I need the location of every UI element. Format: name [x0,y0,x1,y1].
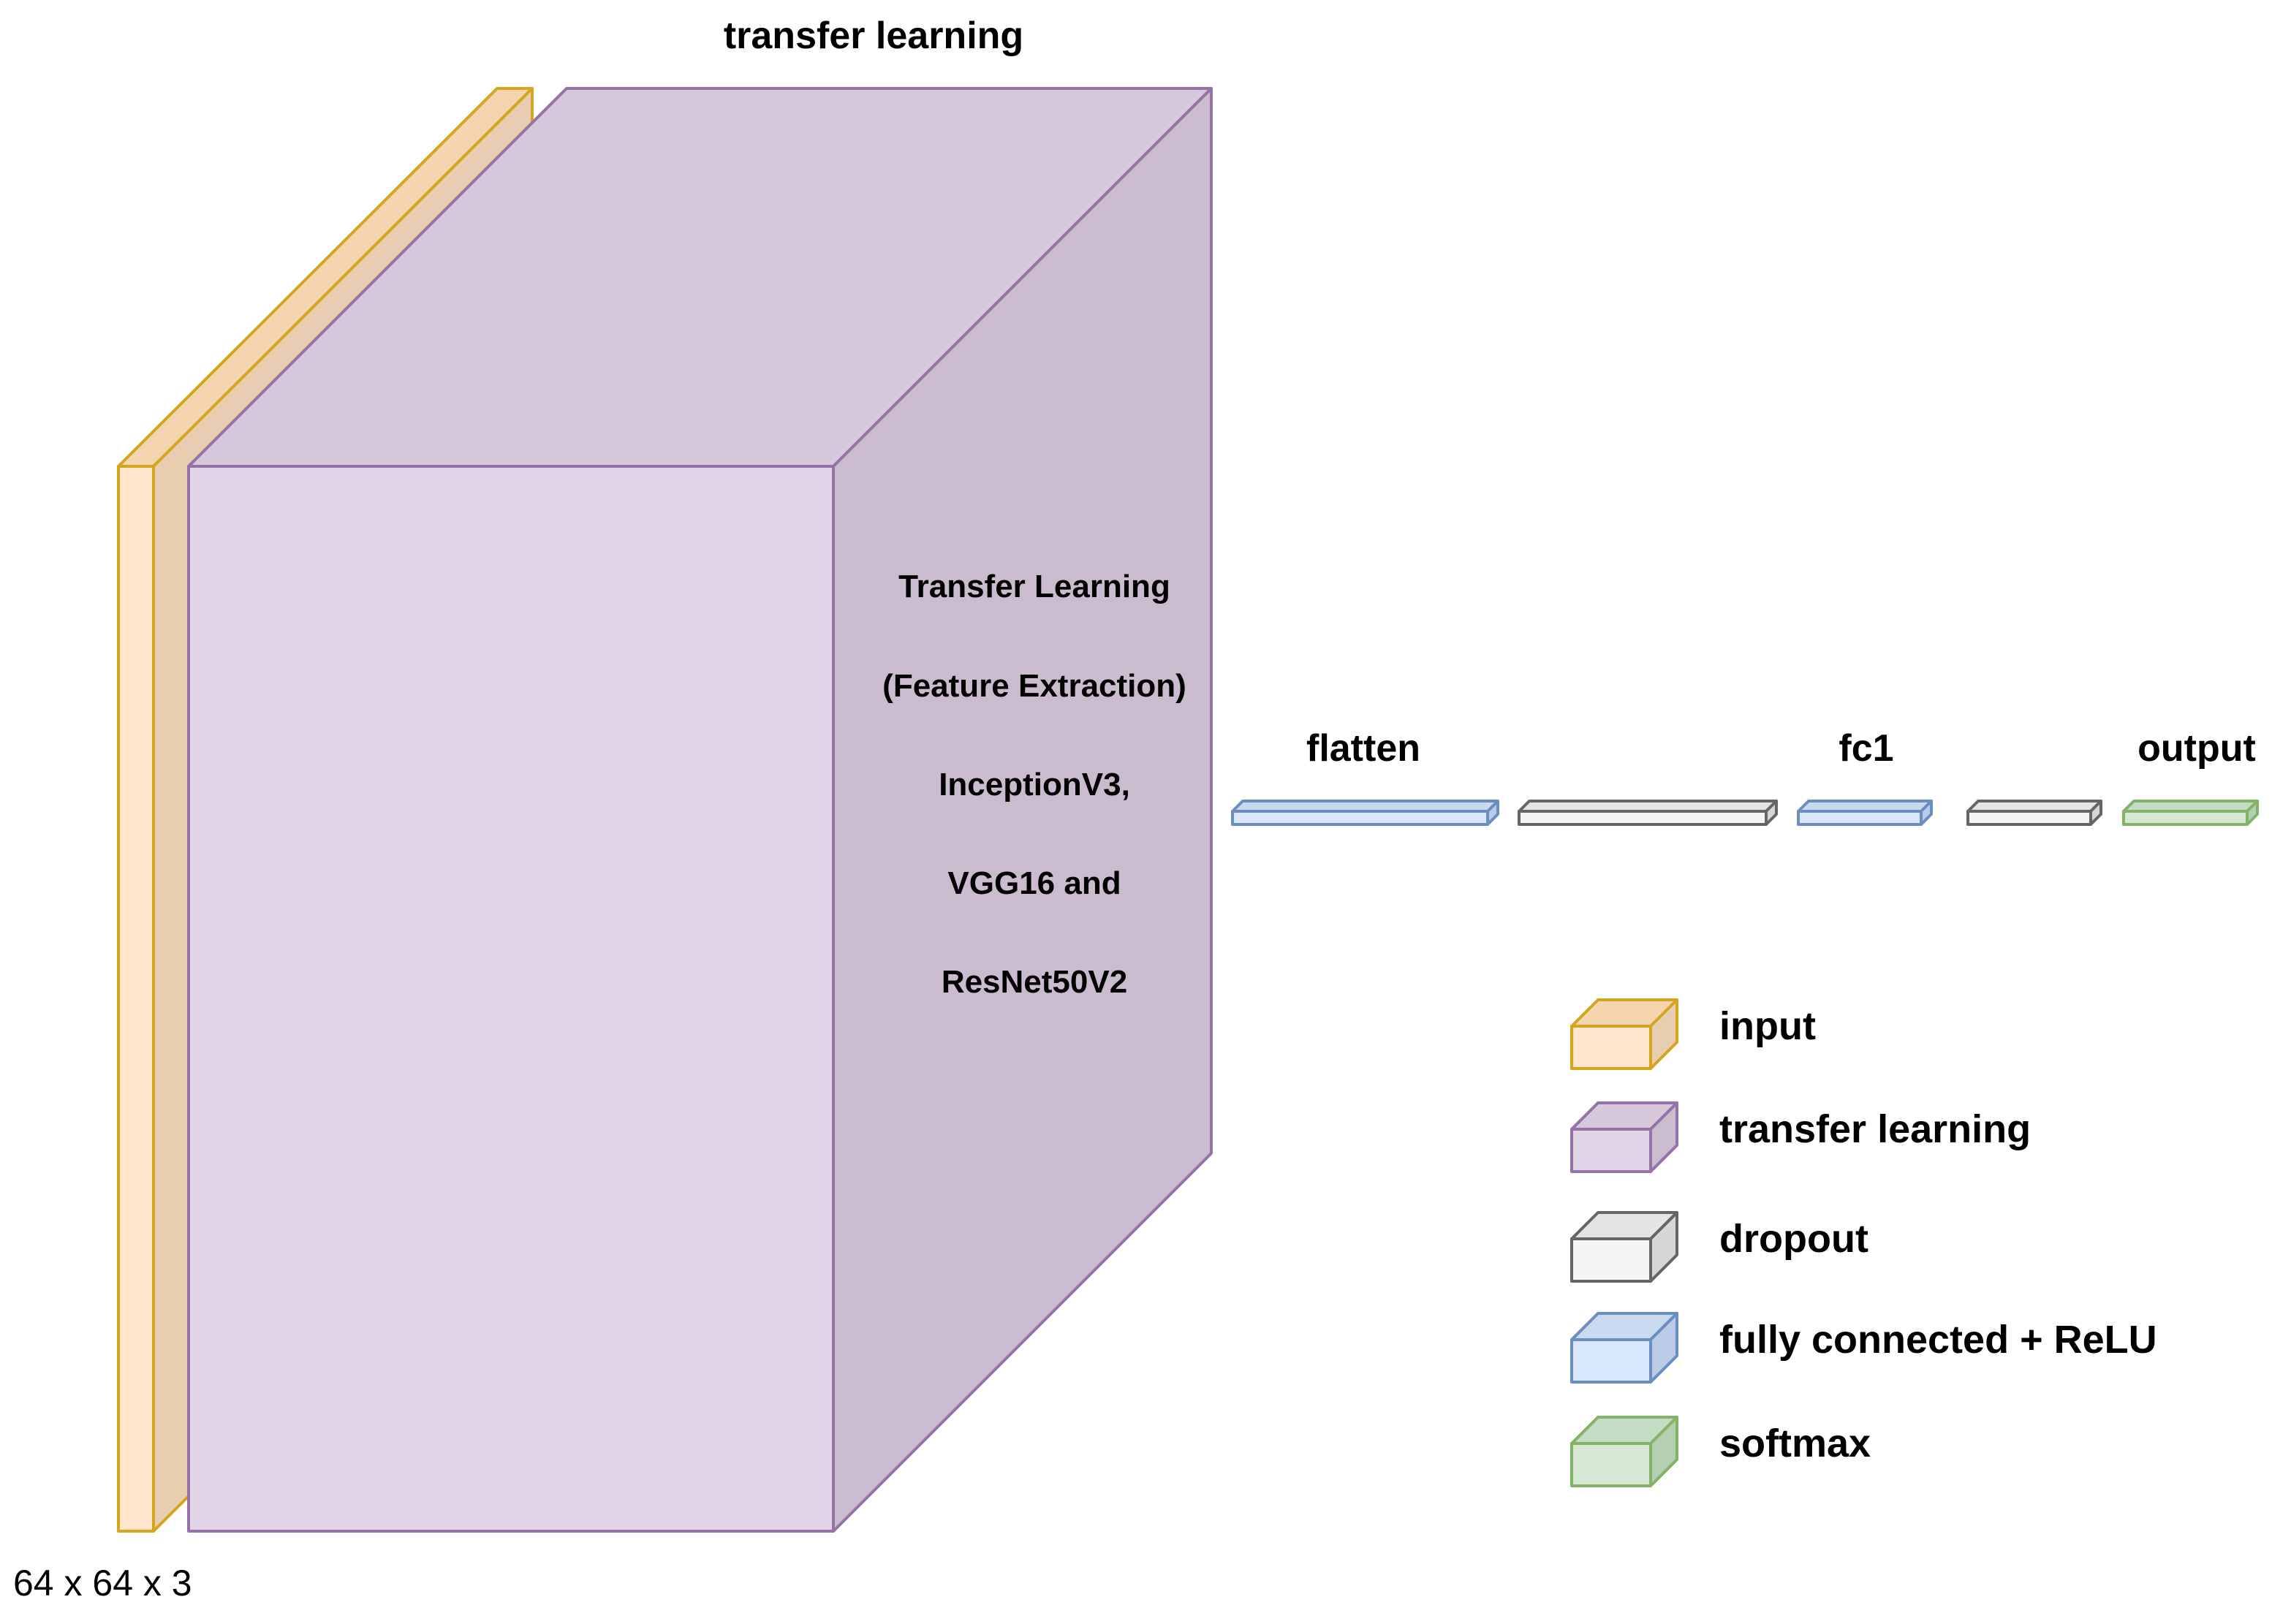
flatten-layer [1231,800,1499,826]
legend-item-input: input [1570,998,1816,1070]
legend-swatch [1570,1211,1678,1283]
description-line-1: Transfer Learning [898,569,1170,604]
description-line-3: InceptionV3, [939,767,1130,802]
legend-swatch [1570,1312,1678,1384]
description-line-2: (Feature Extraction) [882,668,1186,704]
diagram-title: transfer learning [724,15,1023,57]
legend-item-dropout: dropout [1570,1211,1868,1283]
legend-item-softmax: softmax [1570,1416,1871,1487]
legend-label: transfer learning [1719,1107,2031,1151]
input-block-front [117,465,155,1533]
legend-swatch [1570,998,1678,1070]
legend-label: softmax [1719,1422,1871,1465]
legend-label: fully connected + ReLU [1719,1318,2157,1362]
legend-swatch [1570,1101,1678,1173]
legend-swatch [1570,1416,1678,1487]
description-line-5: ResNet50V2 [942,964,1127,1000]
output-label: output [2137,727,2256,770]
legend-label: input [1719,1004,1816,1048]
input-dimensions-label: 64 x 64 x 3 [13,1563,192,1604]
transfer-learning-block-front [187,465,835,1533]
legend-label: dropout [1719,1217,1868,1261]
description-line-4: VGG16 and [947,865,1121,901]
output-layer [2122,800,2259,826]
legend-item-fully-connected-relu: fully connected + ReLU [1570,1312,2157,1384]
dropout-layer-2 [1966,800,2102,826]
legend-item-transfer-learning: transfer learning [1570,1101,2031,1173]
flatten-label: flatten [1306,727,1420,770]
transfer-learning-description: Transfer Learning (Feature Extraction) I… [882,569,1186,1000]
fc1-label: fc1 [1839,727,1893,770]
transfer-learning-block [187,87,1213,1533]
fc1-layer [1797,800,1933,826]
dropout-layer-1 [1518,800,1778,826]
layer-sequence [1231,800,2259,826]
legend: input transfer learning dropout fully conne… [1570,998,2157,1487]
